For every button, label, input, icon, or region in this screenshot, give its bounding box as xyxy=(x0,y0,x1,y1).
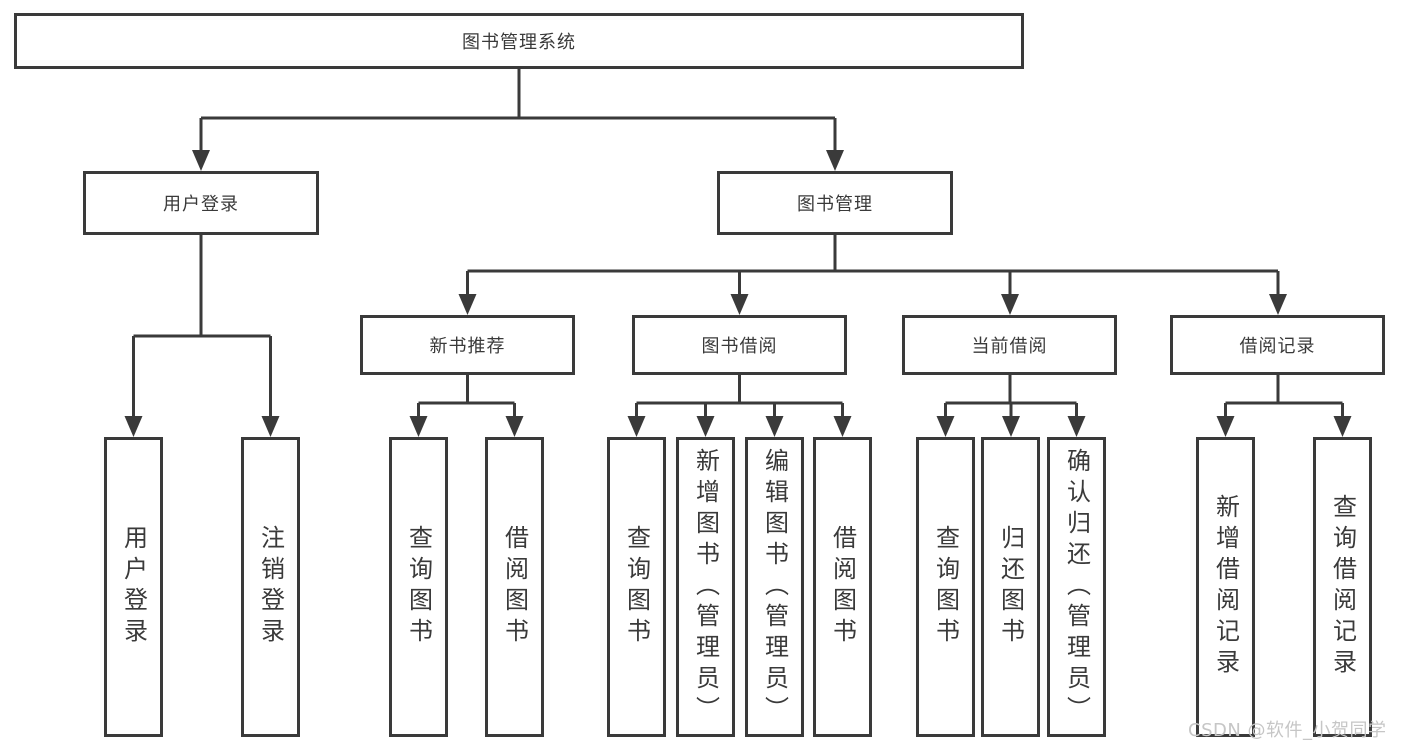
node-book-borrow-label: 图书借阅 xyxy=(701,336,778,357)
node-book-mgmt: 图书管理 xyxy=(717,171,953,235)
csdn-watermark: CSDN @软件_小贺同学 xyxy=(1188,720,1387,741)
connector-user-login-children xyxy=(124,235,280,437)
connector-current-borrow-children xyxy=(936,375,1086,437)
connector-book-borrow-children xyxy=(627,375,852,437)
node-root: 图书管理系统 xyxy=(14,13,1024,69)
node-root-label: 图书管理系统 xyxy=(462,32,576,53)
connector-book-mgmt-children xyxy=(458,235,1287,315)
leaf-cb-query-books: 查询图书 xyxy=(916,437,975,737)
leaf-bb-add-books-admin-label: 新增图书（管理员） xyxy=(691,447,720,727)
node-new-book-recommend-label: 新书推荐 xyxy=(429,336,506,357)
leaf-bb-edit-books-admin: 编辑图书（管理员） xyxy=(745,437,804,737)
leaf-cb-confirm-return-admin: 确认归还（管理员） xyxy=(1047,437,1106,737)
leaf-cb-confirm-return-admin-label: 确认归还（管理员） xyxy=(1062,447,1091,727)
leaf-nb-borrow-books: 借阅图书 xyxy=(485,437,544,737)
node-book-mgmt-label: 图书管理 xyxy=(797,194,873,215)
leaf-nb-query-books: 查询图书 xyxy=(389,437,448,737)
leaf-logout-label: 注销登录 xyxy=(256,525,285,649)
leaf-bb-query-books-label: 查询图书 xyxy=(622,525,651,649)
node-borrow-records: 借阅记录 xyxy=(1170,315,1385,375)
leaf-bb-borrow-books: 借阅图书 xyxy=(813,437,872,737)
node-borrow-records-label: 借阅记录 xyxy=(1239,336,1316,357)
leaf-cb-query-books-label: 查询图书 xyxy=(931,525,960,649)
leaf-bb-edit-books-admin-label: 编辑图书（管理员） xyxy=(760,447,789,727)
leaf-cb-return-books-label: 归还图书 xyxy=(996,525,1025,649)
connector-borrow-record-children xyxy=(1216,375,1352,437)
connector-root-to-level2 xyxy=(192,69,844,171)
leaf-user-login: 用户登录 xyxy=(104,437,163,737)
leaf-br-add-borrow-record-label: 新增借阅记录 xyxy=(1211,494,1240,680)
node-current-borrow-label: 当前借阅 xyxy=(971,336,1048,357)
node-book-borrow: 图书借阅 xyxy=(632,315,847,375)
leaf-br-query-borrow-record: 查询借阅记录 xyxy=(1313,437,1372,737)
leaf-br-query-borrow-record-label: 查询借阅记录 xyxy=(1328,494,1357,680)
leaf-cb-return-books: 归还图书 xyxy=(981,437,1040,737)
node-user-login-label: 用户登录 xyxy=(163,194,239,215)
leaf-nb-query-books-label: 查询图书 xyxy=(404,525,433,649)
leaf-br-add-borrow-record: 新增借阅记录 xyxy=(1196,437,1255,737)
node-current-borrow: 当前借阅 xyxy=(902,315,1117,375)
leaf-bb-borrow-books-label: 借阅图书 xyxy=(828,525,857,649)
leaf-bb-query-books: 查询图书 xyxy=(607,437,666,737)
leaf-bb-add-books-admin: 新增图书（管理员） xyxy=(676,437,735,737)
node-user-login: 用户登录 xyxy=(83,171,319,235)
node-new-book-recommend: 新书推荐 xyxy=(360,315,575,375)
leaf-logout: 注销登录 xyxy=(241,437,300,737)
leaf-user-login-label: 用户登录 xyxy=(119,525,148,649)
connector-new-book-children xyxy=(409,375,524,437)
leaf-nb-borrow-books-label: 借阅图书 xyxy=(500,525,529,649)
